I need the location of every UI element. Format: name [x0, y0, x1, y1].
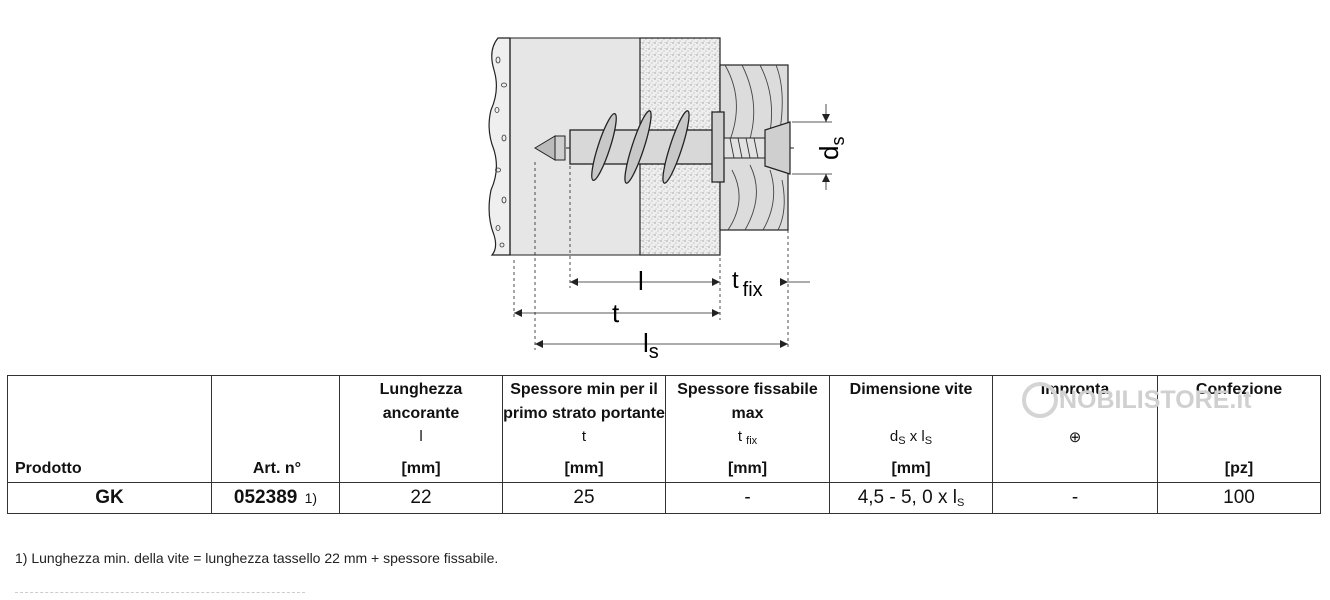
- header-lunghezza-unit: [mm]: [401, 460, 441, 477]
- footnote: 1) Lunghezza min. della vite = lunghezza…: [15, 550, 499, 566]
- label-t: t: [612, 298, 620, 328]
- art-code: 052389: [233, 487, 298, 508]
- header-dimensione-symbol: dS x lS: [889, 428, 933, 447]
- cell-spessore-fissabile: -: [665, 482, 830, 514]
- label-ds: ds: [814, 137, 848, 160]
- spec-table: Prodotto Art. n° Lunghezza ancorante l […: [7, 375, 1321, 514]
- header-dimensione-title: Dimensione vite: [849, 381, 973, 398]
- header-spessore-fissabile-unit: [mm]: [727, 460, 768, 477]
- footnote-ref: 1): [304, 490, 318, 506]
- crosshead-icon: ⊕: [1068, 429, 1082, 446]
- header-lunghezza-symbol: l: [419, 428, 423, 445]
- dimension-l: l: [570, 266, 720, 296]
- cell-spessore-min: 25: [502, 482, 666, 514]
- header-impronta: Impronta ⊕: [992, 375, 1158, 483]
- header-lunghezza: Lunghezza ancorante l [mm]: [339, 375, 503, 483]
- anchor-with-screw: [534, 110, 794, 184]
- header-confezione-title: Confezione: [1195, 381, 1283, 398]
- header-spessore-min: Spessore min per il primo strato portant…: [502, 375, 666, 483]
- cell-art: 052389 1): [211, 482, 340, 514]
- cell-lunghezza: 22: [339, 482, 503, 514]
- header-dimensione: Dimensione vite dS x lS [mm]: [829, 375, 993, 483]
- cell-impronta: -: [992, 482, 1158, 514]
- header-prodotto-label: Prodotto: [15, 460, 82, 477]
- cell-confezione: 100: [1157, 482, 1321, 514]
- header-spessore-min-unit: [mm]: [564, 460, 604, 477]
- cell-dimensione: 4,5 - 5, 0 x lS: [829, 482, 993, 514]
- header-confezione: Confezione [pz]: [1157, 375, 1321, 483]
- header-spessore-fissabile-title: Spessore fissabile max: [677, 381, 818, 422]
- dimension-t: t: [514, 298, 720, 328]
- cell-prodotto: GK: [7, 482, 212, 514]
- table-row: GK 052389 1) 22 25 - 4,5 - 5, 0 x lS - 1…: [7, 482, 1321, 514]
- header-spessore-fissabile-symbol: t fix: [737, 428, 758, 447]
- header-art-label: Art. n°: [252, 460, 301, 477]
- dimension-ds: ds: [792, 104, 848, 190]
- header-lunghezza-title: Lunghezza ancorante: [379, 381, 463, 422]
- header-confezione-unit: [pz]: [1224, 460, 1254, 477]
- extension-lines: [513, 162, 789, 350]
- header-dimensione-unit: [mm]: [891, 460, 931, 477]
- dimension-ls: ls: [535, 328, 788, 363]
- header-spessore-fissabile: Spessore fissabile max t fix [mm]: [665, 375, 830, 483]
- divider: [15, 592, 305, 593]
- label-ls: ls: [643, 328, 659, 363]
- header-spessore-min-title: Spessore min per il primo strato portant…: [503, 381, 665, 422]
- label-l: l: [638, 266, 644, 296]
- header-art: Art. n°: [211, 375, 340, 483]
- header-impronta-title: Impronta: [1040, 381, 1110, 398]
- header-spessore-min-symbol: t: [581, 428, 587, 445]
- header-prodotto: Prodotto: [7, 375, 212, 483]
- table-header-row: Prodotto Art. n° Lunghezza ancorante l […: [7, 375, 1321, 483]
